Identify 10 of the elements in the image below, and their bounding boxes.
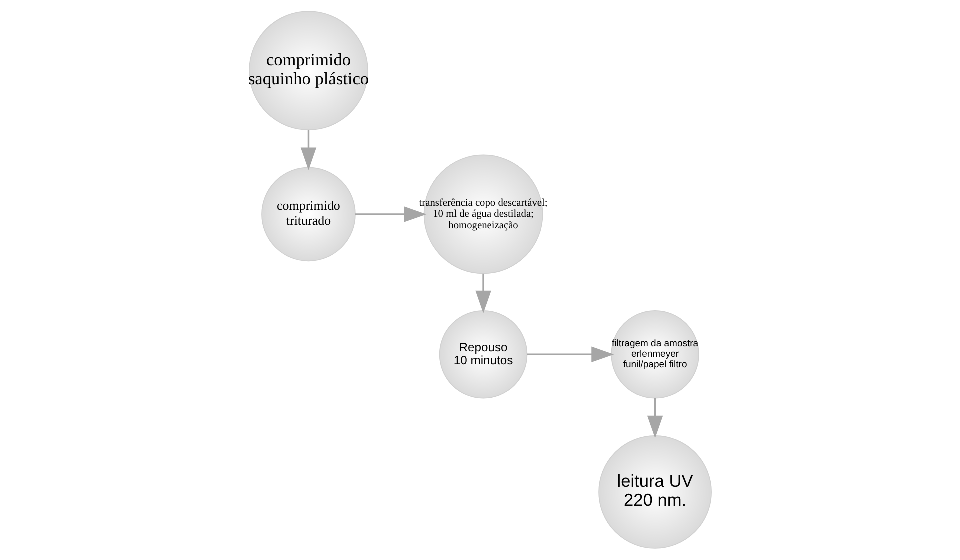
node-circle: filtragem da amostra erlenmeyer funil/papel filtro (610, 310, 699, 399)
arrow (300, 130, 316, 170)
node-circle: Repouso 10 minutos (438, 310, 528, 399)
arrow (355, 206, 426, 222)
node-circle: leitura UV 220 nm. (598, 436, 712, 549)
arrow (646, 398, 663, 438)
node-circle: comprimido saquinho plástico (248, 11, 368, 131)
node-circle: comprimido triturado (261, 167, 356, 262)
arrow (526, 346, 614, 363)
arrow (475, 274, 491, 314)
